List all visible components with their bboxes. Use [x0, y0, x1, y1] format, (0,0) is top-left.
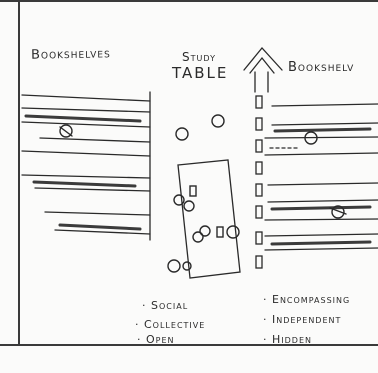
- note-social: · Social: [142, 299, 189, 312]
- shelf-line: [21, 94, 151, 102]
- frame-left-line: [18, 0, 20, 345]
- table-label: TABLE: [172, 64, 229, 82]
- left-bookshelves: [21, 91, 151, 241]
- shelf-line: [21, 174, 151, 179]
- right-bookshelves-label: Bookshelv: [288, 60, 355, 75]
- aisle-markers: [255, 95, 263, 269]
- right-shelf-hatching: [270, 127, 372, 246]
- shelf-line: [44, 211, 151, 216]
- shelf-line: [21, 150, 151, 157]
- note-collective: · Collective: [135, 318, 206, 331]
- right-bookshelves: [264, 103, 378, 251]
- frame-bottom-line: [0, 344, 378, 346]
- note-independent: · Independent: [263, 313, 342, 326]
- note-hidden: · Hidden: [263, 333, 312, 346]
- note-encompassing: · Encompassing: [263, 293, 351, 306]
- shelf-line: [54, 229, 151, 235]
- shelf-line: [39, 137, 151, 143]
- shelf-line: [34, 187, 151, 192]
- study-label: Study: [182, 50, 216, 64]
- left-shelf-hatching: [24, 114, 142, 231]
- note-open: · Open: [137, 333, 175, 346]
- shelf-line: [21, 107, 151, 113]
- shelf-line: [21, 121, 151, 128]
- left-bookshelves-label: Bookshelves: [30, 46, 111, 63]
- frame-top-line: [0, 0, 378, 2]
- up-arrow: [243, 47, 283, 93]
- study-table-outline: [177, 159, 241, 279]
- people-figures: [59, 114, 347, 273]
